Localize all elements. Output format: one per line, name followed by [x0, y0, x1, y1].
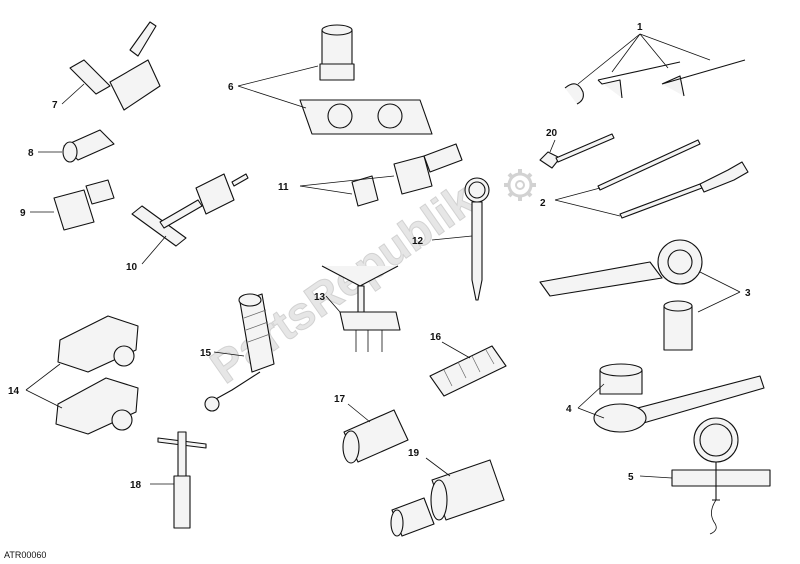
tool-17-sleeve [342, 403, 409, 464]
callout-2: 2 [540, 198, 546, 209]
callout-17: 17 [334, 394, 346, 405]
callout-labels: 1 2 3 4 5 6 7 8 9 10 11 12 13 14 15 16 1… [8, 22, 751, 491]
callout-15: 15 [200, 348, 212, 359]
callout-1: 1 [637, 22, 643, 33]
tool-13-puller [321, 265, 401, 352]
tool-6-socket [237, 24, 433, 135]
tool-20-rod [539, 133, 615, 169]
tool-15-wrench [204, 293, 275, 412]
watermark-text: PartsRepublik [201, 173, 485, 393]
tool-3-spanner [539, 239, 741, 351]
callout-13: 13 [314, 292, 326, 303]
callout-14: 14 [8, 386, 20, 397]
callout-4: 4 [566, 404, 572, 415]
tool-10-t-handle [131, 173, 249, 265]
tool-9-adapter [30, 179, 115, 231]
callout-20: 20 [546, 128, 558, 139]
callout-12: 12 [412, 236, 424, 247]
tool-2-rods [554, 139, 749, 219]
tool-4-spanner [577, 363, 765, 433]
callout-16: 16 [430, 332, 442, 343]
tool-8-cone [38, 129, 115, 163]
callout-7: 7 [52, 100, 58, 111]
callout-5: 5 [628, 472, 634, 483]
callout-8: 8 [28, 148, 34, 159]
callout-18: 18 [130, 480, 142, 491]
callout-6: 6 [228, 82, 234, 93]
callout-11: 11 [278, 182, 289, 193]
tool-18-t-tool [150, 431, 207, 529]
drawing-code: ATR00060 [4, 550, 46, 560]
tool-7-puller [61, 21, 161, 111]
tool-11-bushings [299, 143, 463, 207]
callout-3: 3 [745, 288, 751, 299]
callout-9: 9 [20, 208, 26, 219]
tool-1-pins [564, 33, 746, 105]
watermark-gear-icon [504, 169, 536, 201]
callout-10: 10 [126, 262, 138, 273]
tool-14-brackets [25, 315, 139, 435]
tool-19-sleeves [390, 457, 505, 537]
tool-16-knurled-rod [429, 341, 507, 397]
tool-12-gauge [431, 177, 490, 301]
callout-19: 19 [408, 448, 420, 459]
tool-5-dial-gauge [639, 417, 771, 535]
